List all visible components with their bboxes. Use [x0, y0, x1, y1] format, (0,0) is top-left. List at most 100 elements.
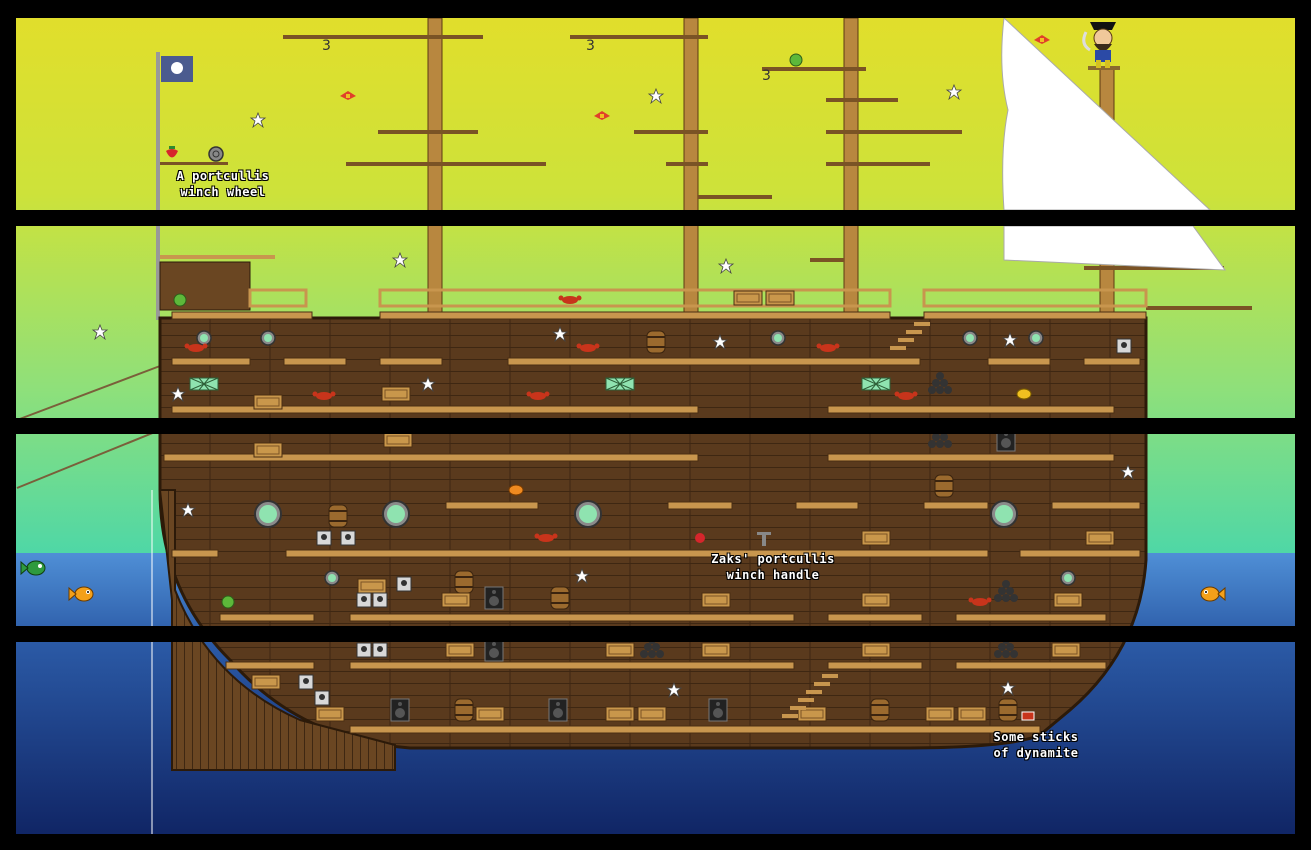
barrel-icon [870, 698, 890, 722]
barrel-icon [328, 504, 348, 528]
barrel-icon [646, 330, 666, 354]
deck-plank [285, 549, 989, 558]
divider-band [0, 0, 1311, 18]
crate-icon [861, 530, 891, 546]
cannon-icon [484, 638, 504, 662]
strawberry-icon[interactable] [166, 146, 178, 158]
barrel-icon [454, 698, 474, 722]
porthole-icon [254, 500, 282, 528]
skull-crate-icon [356, 592, 372, 608]
porthole-icon [1060, 570, 1076, 586]
deck-plank [955, 661, 1107, 670]
deck-plank [171, 405, 699, 414]
svg-text:3: 3 [762, 68, 771, 84]
skull-crate-icon [396, 576, 412, 592]
deck-plank [163, 453, 699, 462]
crate-icon [253, 394, 283, 410]
deck-plank [827, 661, 923, 670]
pirate-zak-sprite[interactable] [1082, 22, 1120, 70]
divider-band [0, 834, 1311, 850]
cannon-icon [708, 698, 728, 722]
crate-icon [383, 432, 413, 448]
orange-icon[interactable] [508, 484, 524, 496]
crate-icon [1051, 642, 1081, 658]
deck-platforms [163, 311, 1147, 734]
deck-plank [827, 405, 1115, 414]
crate-icon [445, 642, 475, 658]
dynamite-icon[interactable] [1021, 711, 1035, 721]
deck-plank [987, 357, 1051, 366]
deck-plank [795, 501, 859, 510]
barrel-icon [454, 570, 474, 594]
skull-crate-icon [1116, 338, 1132, 354]
crate-icon [381, 386, 411, 402]
hatch-grate-icon [189, 377, 219, 391]
deck-plank [349, 661, 795, 670]
portcullis-winch-wheel-icon[interactable] [208, 146, 224, 162]
porthole-icon [770, 330, 786, 346]
hatch-grate-icon [605, 377, 635, 391]
divider-band [0, 626, 1311, 642]
crate-icon [957, 706, 987, 722]
label-portcullis-winch-handle: Zaks' portcullis winch handle [711, 552, 835, 582]
deck-plank [283, 357, 347, 366]
deck-plank [379, 311, 891, 320]
svg-text:3: 3 [322, 38, 331, 54]
crate-icon [1085, 530, 1115, 546]
porthole-icon [574, 500, 602, 528]
rigging [16, 365, 161, 834]
crate-icon [637, 706, 667, 722]
deck-plank [827, 613, 923, 622]
cannon-icon [548, 698, 568, 722]
porthole-icon [382, 500, 410, 528]
skull-crate-icon [340, 530, 356, 546]
cannon-icon [484, 586, 504, 610]
crate-icon [765, 290, 795, 306]
portcullis-winch-handle-icon[interactable] [757, 532, 771, 546]
porthole-icon [962, 330, 978, 346]
skull-crate-icon [372, 642, 388, 658]
parrot-icon [594, 111, 610, 120]
flagpole [156, 52, 228, 320]
deck-plank [225, 661, 315, 670]
svg-text:3: 3 [586, 38, 595, 54]
deck-plank [827, 453, 1115, 462]
deck-plank [379, 357, 443, 366]
apple-icon[interactable] [173, 293, 187, 307]
crate-icon [441, 592, 471, 608]
fish-icon [20, 560, 46, 576]
crate-icon [357, 578, 387, 594]
crate-icon [861, 642, 891, 658]
deck-plank [171, 357, 251, 366]
deck-plank [667, 501, 733, 510]
deck-plank [349, 725, 1041, 734]
crate-icon [701, 592, 731, 608]
crate-icon [253, 442, 283, 458]
pear-icon[interactable] [789, 53, 803, 67]
crate-icon [475, 706, 505, 722]
crate-icon [925, 706, 955, 722]
deck-plank [1019, 549, 1141, 558]
crate-icon [733, 290, 763, 306]
crate-icon [251, 674, 281, 690]
cherry-icon[interactable] [695, 533, 705, 543]
deck-plank [1083, 357, 1141, 366]
deck-plank [507, 357, 921, 366]
porthole-icon [990, 500, 1018, 528]
deck-plank [445, 501, 539, 510]
crate-icon [861, 592, 891, 608]
deck-plank [1051, 501, 1141, 510]
porthole-icon [196, 330, 212, 346]
deck-plank [171, 311, 313, 320]
lemon-icon[interactable] [1016, 388, 1032, 400]
porthole-icon [324, 570, 340, 586]
cannon-icon [390, 698, 410, 722]
barrel-icon [550, 586, 570, 610]
crate-icon [605, 706, 635, 722]
apple-icon[interactable] [221, 595, 235, 609]
deck-plank [219, 613, 315, 622]
hatch-grate-icon [861, 377, 891, 391]
deck-plank [349, 613, 795, 622]
stairs [782, 322, 930, 718]
label-dynamite: Some sticks of dynamite [993, 730, 1079, 760]
